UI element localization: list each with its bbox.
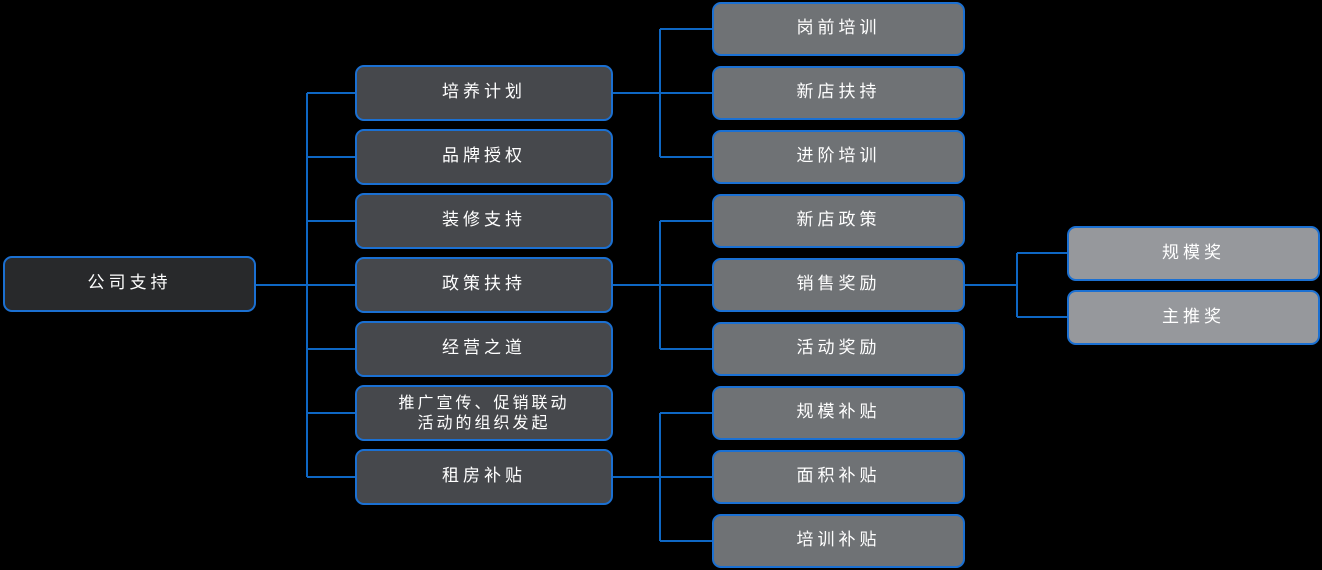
node-business-management[interactable]: 经营之道 bbox=[355, 321, 613, 377]
node-scale-subsidy[interactable]: 规模补贴 bbox=[712, 386, 965, 440]
connectors-sales-incentive-children bbox=[965, 252, 1067, 318]
node-company-support[interactable]: 公司支持 bbox=[3, 256, 256, 312]
node-scale-award[interactable]: 规模奖 bbox=[1067, 226, 1320, 281]
node-pre-job-training[interactable]: 岗前培训 bbox=[712, 2, 965, 56]
connectors-rent-subsidy-children bbox=[613, 412, 712, 542]
node-rent-subsidy[interactable]: 租房补贴 bbox=[355, 449, 613, 505]
node-promotion-campaign-organization[interactable]: 推广宣传、促销联动 活动的组织发起 bbox=[355, 385, 613, 441]
connectors-root-to-level2 bbox=[256, 92, 355, 478]
node-advanced-training[interactable]: 进阶培训 bbox=[712, 130, 965, 184]
node-activity-reward[interactable]: 活动奖励 bbox=[712, 322, 965, 376]
node-area-subsidy[interactable]: 面积补贴 bbox=[712, 450, 965, 504]
connectors-policy-support-children bbox=[613, 220, 712, 350]
node-policy-support[interactable]: 政策扶持 bbox=[355, 257, 613, 313]
node-decoration-support[interactable]: 装修支持 bbox=[355, 193, 613, 249]
node-main-promotion-award[interactable]: 主推奖 bbox=[1067, 290, 1320, 345]
node-brand-authorization[interactable]: 品牌授权 bbox=[355, 129, 613, 185]
node-new-store-policy[interactable]: 新店政策 bbox=[712, 194, 965, 248]
node-sales-incentive[interactable]: 销售奖励 bbox=[712, 258, 965, 312]
node-training-plan[interactable]: 培养计划 bbox=[355, 65, 613, 121]
node-new-store-support[interactable]: 新店扶持 bbox=[712, 66, 965, 120]
node-training-subsidy[interactable]: 培训补贴 bbox=[712, 514, 965, 568]
connectors-training-plan-children bbox=[613, 28, 712, 158]
